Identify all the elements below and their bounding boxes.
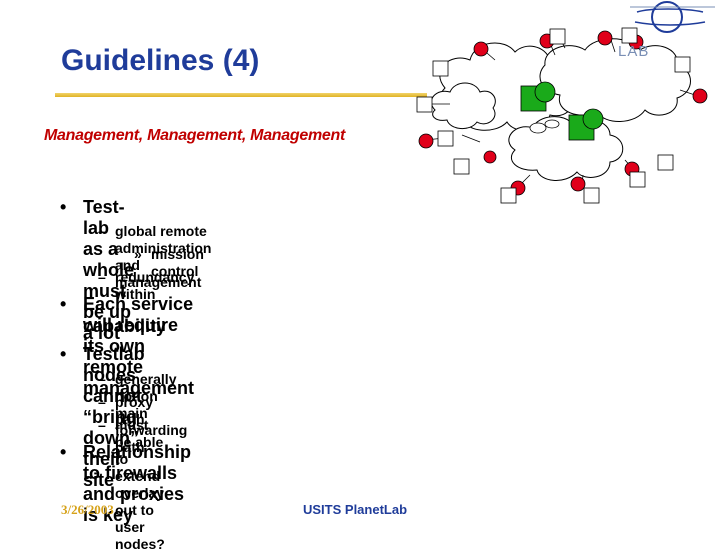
sub-bullet-item: generally not on main forwarding path: [115, 371, 188, 455]
dash-marker: –: [98, 223, 106, 239]
node-white: [621, 27, 638, 44]
bullet-item: Testlab nodes cannot “bring down” their …: [83, 344, 145, 490]
node-green-circle: [534, 81, 556, 103]
node-white: [416, 96, 433, 113]
bullet-item-continuation: capability: [83, 316, 167, 336]
node-white: [437, 130, 454, 147]
green-nodes: [520, 81, 604, 141]
node-white: [657, 154, 674, 171]
planetlab-logo-mark: [630, 1, 715, 33]
sub-sub-marker: »: [134, 246, 142, 262]
bullet-item: Test-lab as a whole must be up a lot: [83, 197, 135, 343]
sub-sub-bullet-item: mission control: [151, 246, 204, 279]
node-small: [544, 119, 560, 129]
node-white: [500, 187, 517, 204]
node-red: [473, 41, 489, 57]
dash-marker: –: [98, 394, 106, 410]
node-red: [597, 30, 613, 46]
node-red: [418, 133, 434, 149]
cloud-shapes: [430, 38, 691, 181]
node-red: [483, 150, 497, 164]
node-white: [453, 158, 470, 175]
planet-globe-icon: [651, 1, 683, 33]
dash-marker: –: [98, 417, 106, 433]
white-nodes: [416, 27, 691, 204]
footer-title: USITS PlanetLab: [303, 502, 408, 517]
dash-marker: –: [98, 269, 106, 285]
sub-bullet-item: redundancy within: [115, 269, 195, 302]
sub-bullet-item: proxy path: [115, 394, 154, 427]
node-green-circle: [582, 108, 604, 130]
node-red: [692, 88, 708, 104]
node-white: [432, 60, 449, 77]
planetlab-logo-text: LAB: [618, 43, 650, 60]
network-cloud-illustration: [416, 1, 715, 204]
bullet-marker: •: [60, 294, 67, 314]
bullet-marker: •: [60, 344, 67, 364]
node-white: [583, 187, 600, 204]
dash-marker: –: [98, 371, 106, 387]
node-small: [529, 122, 547, 134]
node-white: [629, 171, 646, 188]
slide-title: Guidelines (4): [61, 44, 260, 77]
bullet-item: Relationship to firewalls and proxies is…: [83, 442, 192, 525]
node-white: [549, 28, 566, 45]
footer-date: 3/26/2003: [61, 502, 114, 517]
bullet-item: Each service will require its own remote…: [83, 294, 195, 398]
title-underline: [55, 93, 427, 97]
bullet-marker: •: [60, 442, 67, 462]
bullet-marker: •: [60, 197, 67, 217]
slide-subtitle: Management, Management, Management: [44, 127, 345, 144]
node-red: [570, 176, 586, 192]
sub-bullet-item: global remote administration and managem…: [115, 223, 212, 290]
node-white: [674, 56, 691, 73]
